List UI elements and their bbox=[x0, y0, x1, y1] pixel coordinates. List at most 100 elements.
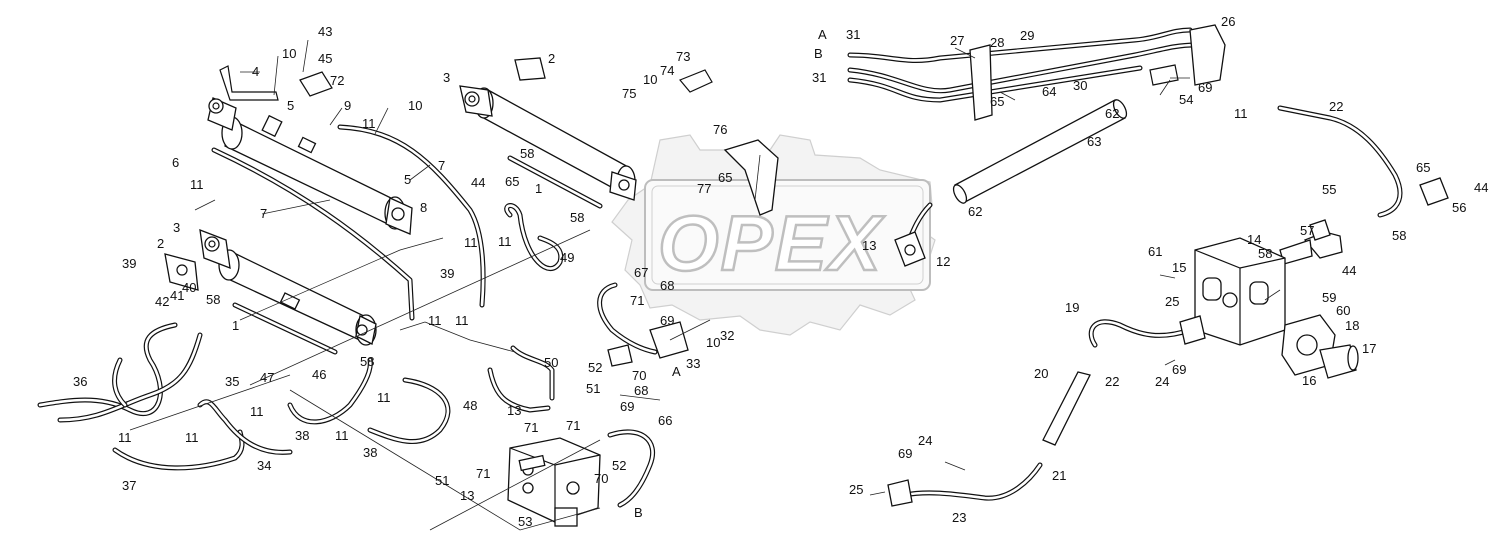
label-58: 58 bbox=[520, 146, 534, 161]
label-11: 11 bbox=[190, 177, 204, 192]
label-65: 65 bbox=[990, 94, 1004, 109]
bracket-76 bbox=[723, 139, 779, 216]
label-45: 45 bbox=[318, 51, 332, 66]
label-77: 77 bbox=[697, 181, 711, 196]
label-69: 69 bbox=[620, 399, 634, 414]
label-71: 71 bbox=[524, 420, 538, 435]
label-62: 62 bbox=[1105, 106, 1119, 121]
label-3: 3 bbox=[443, 70, 450, 85]
label-68: 68 bbox=[660, 278, 674, 293]
label-13: 13 bbox=[460, 488, 474, 503]
label-3: 3 bbox=[173, 220, 180, 235]
block-26 bbox=[1189, 24, 1226, 86]
label-14: 14 bbox=[1247, 232, 1261, 247]
label-44: 44 bbox=[1474, 180, 1488, 195]
pipe-23 bbox=[902, 462, 1043, 501]
valve-plate-33 bbox=[649, 321, 689, 359]
callout-labels: 1 1 2 2 3 3 4 5 5 6 7 7 8 9 10 10 10 10 … bbox=[73, 14, 1488, 529]
label-51: 51 bbox=[435, 473, 449, 488]
hydraulic-cylinder-center bbox=[459, 85, 637, 201]
label-28: 28 bbox=[990, 35, 1004, 50]
hose-1-lower bbox=[232, 302, 338, 355]
watermark-logo: OPEX bbox=[611, 134, 936, 336]
label-36: 36 bbox=[73, 374, 87, 389]
label-69: 69 bbox=[660, 313, 674, 328]
label-12: 12 bbox=[936, 254, 950, 269]
label-58: 58 bbox=[206, 292, 220, 307]
leader-lines bbox=[129, 39, 1281, 531]
hose-7-long bbox=[211, 147, 415, 321]
pipe-67 bbox=[597, 282, 658, 355]
bracket-2-lower bbox=[164, 253, 199, 291]
label-2: 2 bbox=[548, 51, 555, 66]
hose-1-upper bbox=[507, 155, 603, 209]
label-60: 60 bbox=[1336, 303, 1350, 318]
clamp-28 bbox=[969, 44, 993, 121]
flange-56 bbox=[1419, 177, 1449, 206]
label-51: 51 bbox=[586, 381, 600, 396]
label-40: 40 bbox=[182, 280, 196, 295]
label-25: 25 bbox=[1165, 294, 1179, 309]
fitting-54 bbox=[1149, 64, 1179, 86]
label-21: 21 bbox=[1052, 468, 1066, 483]
label-71: 71 bbox=[476, 466, 490, 481]
label-A: A bbox=[818, 27, 827, 42]
label-10: 10 bbox=[408, 98, 422, 113]
label-8: 8 bbox=[420, 200, 427, 215]
label-37: 37 bbox=[122, 478, 136, 493]
label-64: 64 bbox=[1042, 84, 1056, 99]
label-11: 11 bbox=[118, 430, 132, 445]
flange-23 bbox=[887, 479, 913, 507]
hose-34 bbox=[197, 399, 293, 455]
label-53: 53 bbox=[518, 514, 532, 529]
bracket-2-upper bbox=[514, 57, 546, 81]
label-70: 70 bbox=[594, 471, 608, 486]
label-50: 50 bbox=[544, 355, 558, 370]
label-55: 55 bbox=[1322, 182, 1336, 197]
label-5: 5 bbox=[287, 98, 294, 113]
pipe-22 bbox=[1277, 105, 1403, 218]
label-58: 58 bbox=[1392, 228, 1406, 243]
label-23: 23 bbox=[952, 510, 966, 525]
label-11: 11 bbox=[455, 313, 469, 328]
label-39: 39 bbox=[440, 266, 454, 281]
pipe-48-50 bbox=[487, 345, 555, 413]
label-7: 7 bbox=[260, 206, 267, 221]
label-30: 30 bbox=[1073, 78, 1087, 93]
label-70: 70 bbox=[632, 368, 646, 383]
label-6: 6 bbox=[172, 155, 179, 170]
label-29: 29 bbox=[1020, 28, 1034, 43]
hydraulic-cylinder-upper-left bbox=[207, 97, 413, 235]
label-49: 49 bbox=[560, 250, 574, 265]
hose-9 bbox=[337, 124, 486, 308]
label-1: 1 bbox=[232, 318, 239, 333]
label-10: 10 bbox=[282, 46, 296, 61]
bracket-4 bbox=[219, 65, 279, 101]
label-31: 31 bbox=[812, 70, 826, 85]
label-76: 76 bbox=[713, 122, 727, 137]
label-69: 69 bbox=[1198, 80, 1212, 95]
label-20: 20 bbox=[1034, 366, 1048, 381]
label-22: 22 bbox=[1105, 374, 1119, 389]
pipe-29-30 bbox=[847, 27, 1198, 103]
label-11: 11 bbox=[250, 404, 264, 419]
label-67: 67 bbox=[634, 265, 648, 280]
label-43: 43 bbox=[318, 24, 332, 39]
label-5: 5 bbox=[404, 172, 411, 187]
label-4: 4 bbox=[252, 64, 259, 79]
label-65: 65 bbox=[1416, 160, 1430, 175]
label-11: 11 bbox=[377, 390, 391, 405]
label-17: 17 bbox=[1362, 341, 1376, 356]
label-1: 1 bbox=[535, 181, 542, 196]
label-13: 13 bbox=[862, 238, 876, 253]
label-48: 48 bbox=[463, 398, 477, 413]
label-A: A bbox=[672, 364, 681, 379]
label-10: 10 bbox=[706, 335, 720, 350]
label-25: 25 bbox=[849, 482, 863, 497]
label-46: 46 bbox=[312, 367, 326, 382]
label-71: 71 bbox=[630, 293, 644, 308]
label-52: 52 bbox=[612, 458, 626, 473]
label-2: 2 bbox=[157, 236, 164, 251]
label-75: 75 bbox=[622, 86, 636, 101]
